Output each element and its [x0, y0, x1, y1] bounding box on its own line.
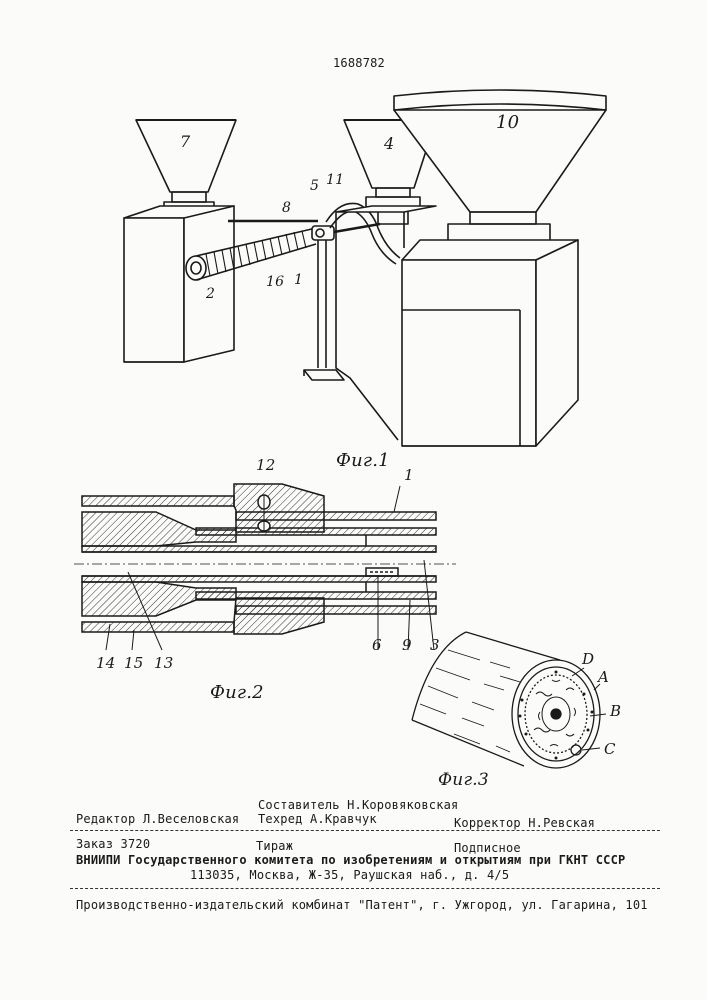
colophon-rule-1	[70, 830, 660, 831]
label-A: A	[598, 668, 609, 686]
editor-line: Редактор Л.Веселовская	[76, 812, 239, 826]
label-C: C	[604, 740, 616, 758]
fig3-caption: Фиг.3	[438, 770, 489, 790]
institute-line: ВНИИПИ Государственного комитета по изоб…	[76, 853, 625, 867]
label-B: B	[610, 702, 621, 720]
colophon-rule-2	[70, 888, 660, 889]
order-line: Заказ 3720	[76, 837, 150, 851]
printer-line: Производственно-издательский комбинат "П…	[76, 898, 648, 912]
address-line: 113035, Москва, Ж-35, Раушская наб., д. …	[190, 868, 509, 882]
corrector-line: Корректор Н.Ревская	[454, 816, 595, 830]
label-D: D	[582, 650, 594, 668]
fiber-cross-section	[512, 660, 600, 768]
compiler-line: Составитель Н.Коровяковская	[258, 798, 458, 812]
techred-line: Техред А.Кравчук	[258, 812, 377, 826]
circulation-line: Тираж	[256, 839, 293, 853]
